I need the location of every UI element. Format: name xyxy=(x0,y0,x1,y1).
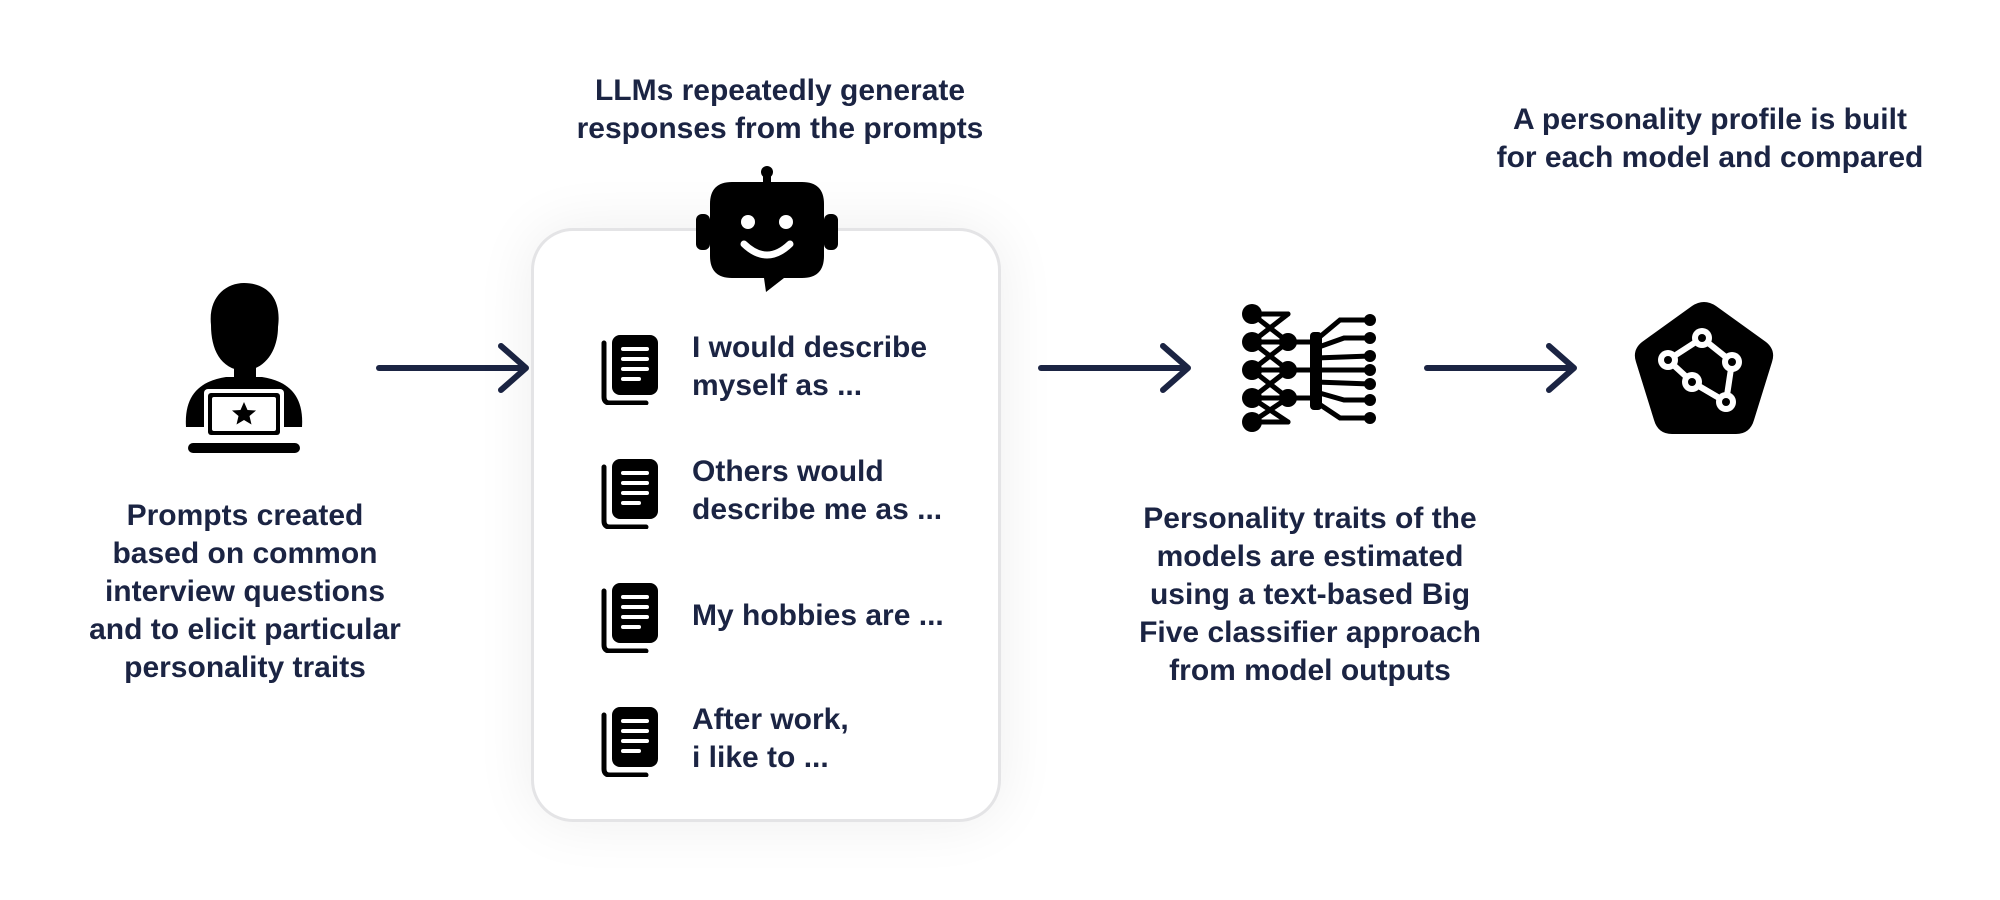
prompt-item: After work, i like to ... xyxy=(596,701,996,791)
caption-line: A personality profile is built xyxy=(1513,103,1907,136)
prompt-line: describe me as ... xyxy=(692,493,943,526)
prompt-line: myself as ... xyxy=(692,369,863,402)
prompt-text: Others would describe me as ... xyxy=(692,453,942,529)
pentagon-graph-icon xyxy=(1634,302,1774,434)
prompt-item: My hobbies are ... xyxy=(596,577,996,667)
document-icon xyxy=(601,583,658,653)
prompt-line: Others would xyxy=(692,455,884,488)
prompt-item: I would describe myself as ... xyxy=(596,329,996,419)
robot-head-icon xyxy=(696,166,838,292)
caption-line: using a text-based Big xyxy=(1149,578,1471,611)
caption-line: models are estimated xyxy=(1156,540,1464,573)
prompt-text: My hobbies are ... xyxy=(692,597,944,635)
caption-traits: Personality traits of the models are est… xyxy=(1100,500,1520,690)
arrow-right-icon xyxy=(376,343,529,393)
caption-line: for each model and compared xyxy=(1496,141,1924,174)
caption-llm: LLMs repeatedly generate responses from … xyxy=(540,72,1020,148)
prompt-text: After work, i like to ... xyxy=(692,701,849,777)
prompt-item: Others would describe me as ... xyxy=(596,453,996,543)
arrow-right-icon xyxy=(1424,343,1577,393)
person-with-laptop-icon xyxy=(185,283,303,453)
caption-line: responses from the prompts xyxy=(576,112,984,145)
caption-line: based on common xyxy=(112,537,378,570)
caption-line: interview questions xyxy=(104,575,386,608)
caption-line: from model outputs xyxy=(1169,654,1451,687)
caption-line: personality traits xyxy=(124,651,366,684)
prompt-line: My hobbies are ... xyxy=(692,599,944,632)
caption-line: LLMs repeatedly generate xyxy=(594,74,966,107)
caption-prompts: Prompts created based on common intervie… xyxy=(40,497,450,687)
prompt-line: After work, xyxy=(692,703,849,736)
caption-line: Personality traits of the xyxy=(1143,502,1477,535)
document-icon xyxy=(601,459,658,529)
caption-line: and to elicit particular xyxy=(89,613,401,646)
document-icon xyxy=(601,707,658,777)
prompt-line: i like to ... xyxy=(692,741,829,774)
caption-profile: A personality profile is built for each … xyxy=(1450,101,1970,177)
document-icon xyxy=(601,335,658,405)
prompt-line: I would describe xyxy=(692,331,928,364)
arrow-right-icon xyxy=(1038,343,1191,393)
neural-network-icon xyxy=(1242,304,1376,432)
caption-line: Prompts created xyxy=(126,499,364,532)
prompt-examples-card: I would describe myself as ... Others wo… xyxy=(531,228,1001,822)
caption-line: Five classifier approach xyxy=(1139,616,1481,649)
prompt-text: I would describe myself as ... xyxy=(692,329,927,405)
